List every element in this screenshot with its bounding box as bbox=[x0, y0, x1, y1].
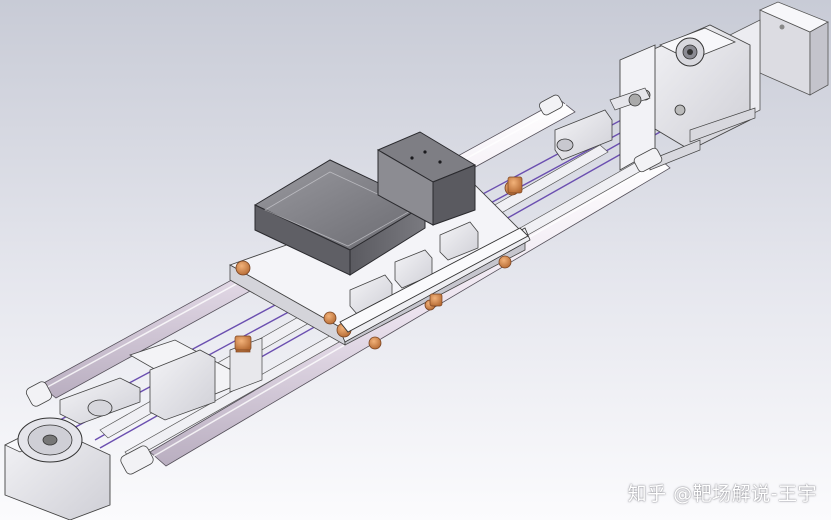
copper-bolts bbox=[234, 176, 523, 351]
wheel bbox=[323, 311, 337, 325]
bolt bbox=[507, 176, 523, 194]
bolt bbox=[429, 293, 443, 307]
wheel bbox=[368, 336, 382, 350]
motor-drive-unit bbox=[619, 1, 829, 171]
target-box-large bbox=[253, 159, 427, 276]
control-box bbox=[376, 131, 477, 226]
watermark-text: 知乎 @靶场解说-王宇 bbox=[627, 483, 817, 505]
rail-clamps bbox=[25, 94, 663, 475]
left-pulley-unit bbox=[4, 377, 141, 520]
right-tensioner bbox=[554, 87, 651, 161]
carriage-cross-beam bbox=[339, 227, 529, 333]
bolt bbox=[234, 335, 252, 351]
mid-support-saddle bbox=[129, 337, 263, 421]
wheel bbox=[498, 255, 512, 269]
wheel bbox=[235, 260, 251, 276]
